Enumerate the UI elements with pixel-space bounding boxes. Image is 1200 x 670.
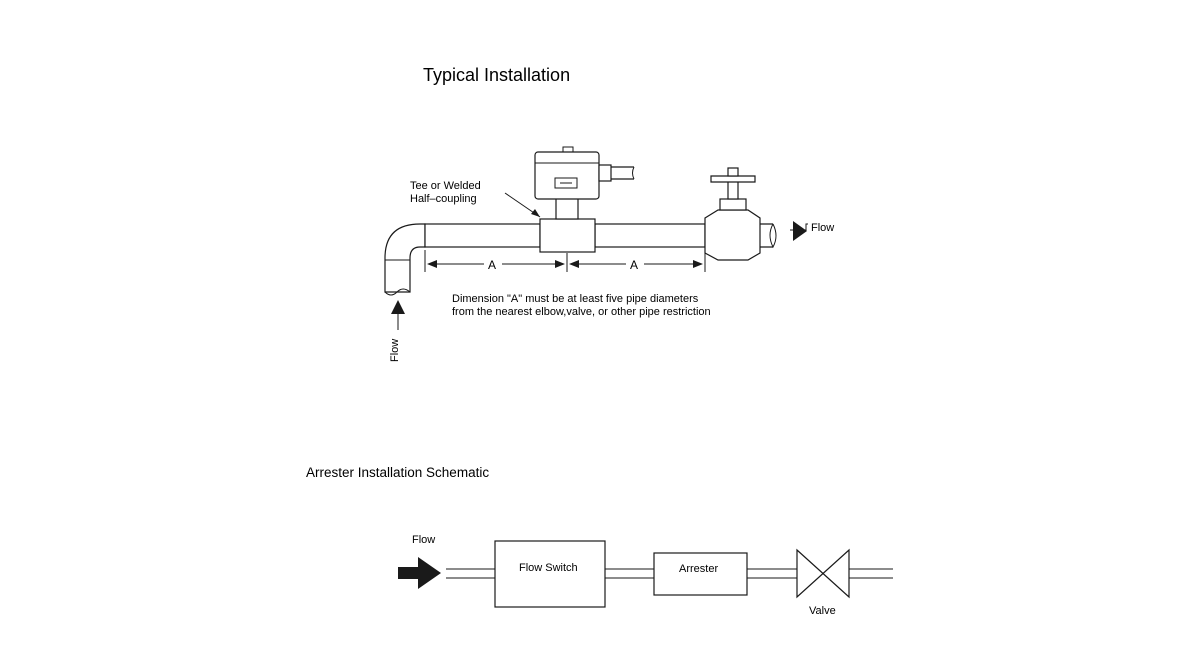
schematic-pipes (446, 568, 893, 579)
dimension-markers (424, 250, 706, 272)
dimension-a-right: A (630, 258, 638, 272)
gate-valve (704, 167, 761, 261)
typical-installation-title: Typical Installation (423, 65, 570, 85)
arrester-flow-label: Flow (412, 534, 435, 546)
flow-switch-unit (534, 146, 635, 200)
outlet-pipe (760, 223, 777, 249)
arrester-flow-arrow-icon (398, 557, 441, 589)
tee-leader-arrowhead (531, 209, 540, 217)
elbow-pipe (384, 223, 426, 296)
flow-switch-label: Flow Switch (519, 562, 578, 574)
dimension-note-line2: from the nearest elbow,valve, or other p… (452, 306, 711, 318)
tee-label-line2: Half–coupling (410, 193, 477, 205)
flow-left-arrow-icon (391, 300, 405, 314)
flow-right-arrow-icon (793, 221, 807, 241)
flow-left-label: Flow (389, 339, 401, 362)
main-pipe (424, 223, 706, 248)
tee-fitting (539, 197, 596, 253)
arrester-label: Arrester (679, 563, 718, 575)
flow-right-label: Flow (811, 222, 834, 234)
dimension-note-line1: Dimension "A" must be at least five pipe… (452, 293, 699, 305)
tee-label-line1: Tee or Welded (410, 180, 481, 192)
dimension-a-left: A (488, 258, 496, 272)
arrester-box (653, 552, 748, 596)
flow-switch-box (494, 540, 606, 608)
valve-symbol-icon (796, 548, 850, 599)
arrester-schematic-title: Arrester Installation Schematic (306, 465, 489, 480)
valve-label: Valve (809, 605, 836, 617)
